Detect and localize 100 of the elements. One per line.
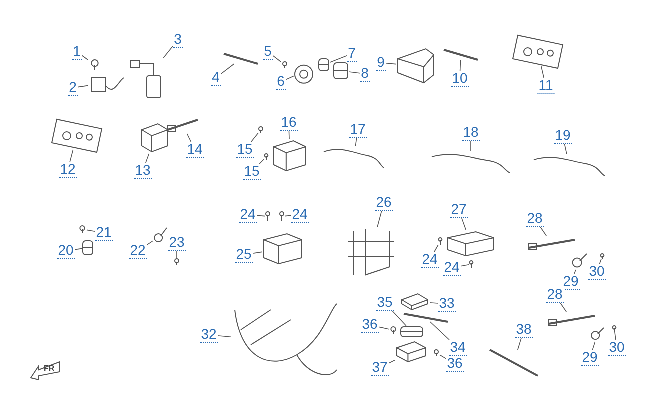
leader-line [460, 60, 462, 72]
wire-drawing [430, 151, 512, 175]
leader-line [392, 310, 407, 326]
leader-line [440, 354, 447, 360]
callout-number: 15 [236, 142, 254, 158]
callout-number: 24 [239, 207, 257, 223]
callout-number: 5 [263, 44, 273, 60]
leader-line [251, 132, 259, 142]
screw-drawing [265, 212, 271, 221]
socket-drawing [130, 58, 164, 100]
callout-number: 29 [562, 274, 580, 290]
callout-number: 30 [608, 340, 626, 356]
leader-line [176, 250, 178, 260]
coil-drawing [318, 58, 330, 72]
screw-drawing [389, 327, 398, 334]
leader-line [430, 322, 450, 340]
callout-number: 28 [526, 211, 544, 227]
direction-label: FR [44, 364, 55, 373]
leader-line [560, 302, 567, 312]
screw-drawing [258, 127, 264, 133]
callout-number: 24 [291, 207, 309, 223]
leader-line [470, 140, 472, 152]
screw-drawing [78, 226, 87, 233]
leader-line [388, 360, 396, 364]
leader-line [377, 210, 382, 228]
screw-drawing [469, 261, 474, 268]
callout-number: 20 [57, 243, 75, 259]
battery-drawing [396, 47, 436, 85]
screw-drawing [438, 238, 443, 245]
coil-drawing [333, 62, 349, 80]
leader-line [434, 244, 439, 252]
callout-number: 2 [68, 80, 78, 96]
module-drawing [140, 122, 170, 154]
callout-number: 36 [361, 317, 379, 333]
callout-number: 14 [186, 142, 204, 158]
leader-line [259, 159, 264, 164]
leader-line [286, 76, 294, 80]
coil-drawing [400, 326, 424, 338]
sensor-drawing [571, 252, 589, 270]
callout-number: 27 [450, 202, 468, 218]
leader-line [272, 55, 282, 62]
leader-line [146, 240, 154, 246]
callout-number: 8 [360, 66, 370, 82]
rod-drawing [444, 50, 478, 60]
callout-number: 23 [168, 235, 186, 251]
leader-line [163, 46, 174, 58]
callout-number: 1 [72, 44, 82, 60]
callout-number: 9 [376, 55, 386, 71]
callout-number: 29 [581, 350, 599, 366]
screw-drawing [88, 60, 102, 70]
leader-line [74, 248, 82, 250]
callout-number: 24 [421, 252, 439, 268]
callout-number: 25 [235, 247, 253, 263]
callout-number: 35 [376, 295, 394, 311]
leader-line [355, 138, 358, 146]
leader-line [284, 215, 292, 217]
callout-number: 33 [438, 296, 456, 312]
callout-number: 22 [129, 243, 147, 259]
leader-line [256, 215, 266, 217]
wire-drawing [532, 154, 607, 178]
module-drawing [262, 232, 304, 266]
callout-number: 16 [280, 115, 298, 131]
wire-drawing [322, 146, 386, 170]
leader-line [252, 252, 262, 254]
callout-number: 17 [349, 122, 367, 138]
callout-number: 11 [538, 78, 554, 94]
callout-number: 32 [200, 327, 218, 343]
cable-drawing [166, 116, 200, 134]
module-drawing [446, 230, 496, 258]
leader-line [78, 85, 88, 88]
screw-drawing [281, 62, 289, 68]
module-drawing [400, 292, 430, 312]
screw-drawing [433, 350, 440, 356]
callout-number: 21 [95, 225, 113, 241]
leader-line [461, 218, 466, 230]
callout-number: 13 [134, 163, 152, 179]
callout-number: 10 [451, 71, 469, 87]
cable-drawing [547, 312, 597, 328]
rod-drawing [490, 350, 538, 376]
callout-number: 34 [449, 340, 467, 356]
leader-line [330, 56, 348, 63]
leader-line [186, 134, 192, 142]
callout-number: 4 [211, 70, 221, 86]
screw-drawing [279, 212, 285, 221]
callout-number: 26 [375, 195, 393, 211]
leader-line [146, 154, 150, 164]
screw-drawing [264, 154, 269, 160]
bracket-drawing [346, 227, 396, 277]
sensor-drawing [590, 326, 606, 342]
callout-number: 28 [546, 287, 564, 303]
leader-line [599, 258, 602, 264]
leader-line [540, 66, 544, 78]
module-drawing [395, 340, 428, 364]
callout-number: 37 [371, 360, 389, 376]
leader-line [430, 302, 439, 304]
leader-line [220, 64, 235, 75]
leader-line [614, 330, 616, 340]
screw-drawing [600, 254, 605, 259]
rod-drawing [404, 314, 448, 322]
callout-number: 15 [243, 164, 261, 180]
